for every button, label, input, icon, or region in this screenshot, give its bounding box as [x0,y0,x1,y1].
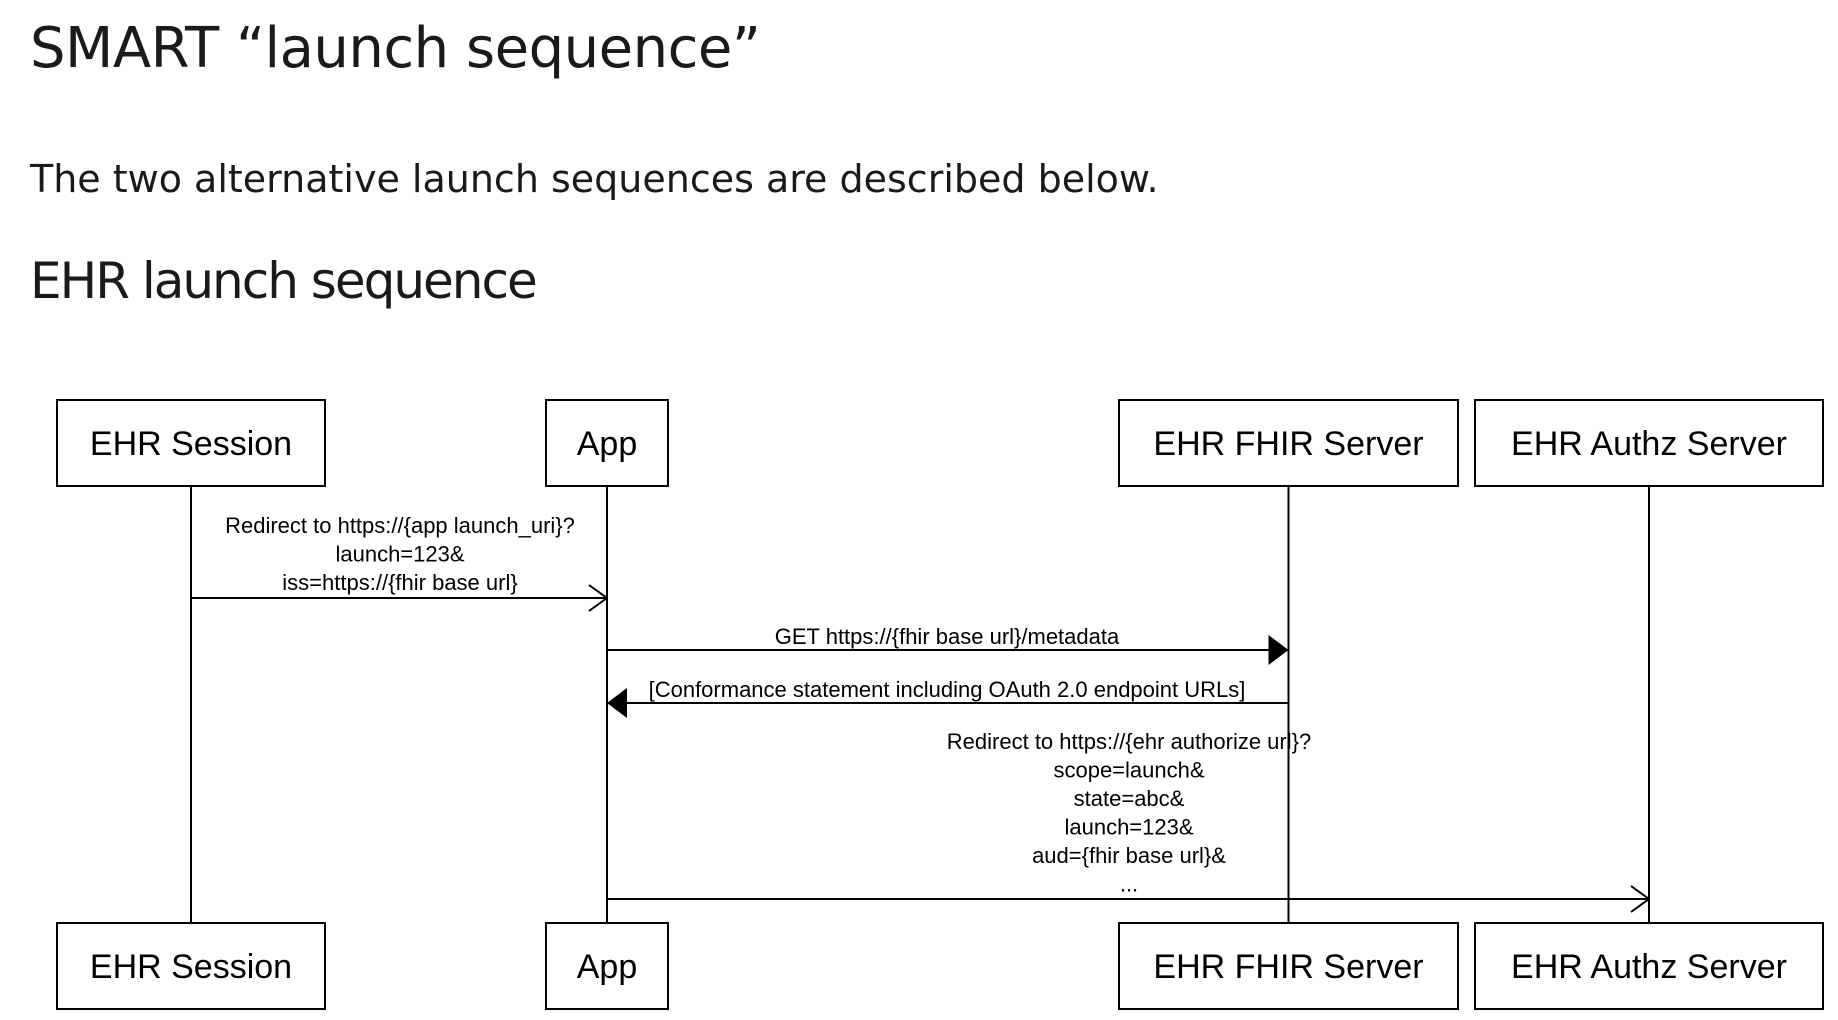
actor-label: EHR FHIR Server [1153,425,1423,463]
actor-box-rect [1474,922,1824,1010]
intro-text: The two alternative launch sequences are… [30,157,1159,201]
actor-app-bottom: App [545,922,669,1010]
actor-box-rect [545,399,669,487]
message-label-line: [Conformance statement including OAuth 2… [649,677,1246,702]
actor-label: EHR FHIR Server [1153,948,1423,986]
actor-label: EHR Session [90,948,292,986]
message-3: [Conformance statement including OAuth 2… [607,677,1289,718]
actor-fhir-top: EHR FHIR Server [1118,399,1459,487]
message-label-line: iss=https://{fhir base url} [282,570,517,595]
message-label-line: state=abc& [1074,786,1185,811]
actor-box-rect [1474,399,1824,487]
page-title: SMART “launch sequence” [30,16,761,81]
actor-box-rect [545,922,669,1010]
message-label-line: Redirect to https://{ehr authorize url}? [947,729,1311,754]
actor-ehr_session-bottom: EHR Session [56,922,326,1010]
actor-ehr_session-top: EHR Session [56,399,326,487]
message-label-line: launch=123& [1064,815,1193,840]
actor-fhir-bottom: EHR FHIR Server [1118,922,1459,1010]
message-label-line: launch=123& [335,542,464,567]
actor-authz-top: EHR Authz Server [1474,399,1824,487]
section-title: EHR launch sequence [30,252,538,310]
actor-box-rect [56,922,326,1010]
message-4: Redirect to https://{ehr authorize url}?… [607,729,1649,899]
message-label-line: scope=launch& [1053,758,1204,783]
actor-box-rect [1118,399,1459,487]
actor-box-rect [1118,922,1459,1010]
message-1: Redirect to https://{app launch_uri}?lau… [191,513,607,598]
message-label-line: Redirect to https://{app launch_uri}? [225,513,575,538]
actor-authz-bottom: EHR Authz Server [1474,922,1824,1010]
actor-label: EHR Session [90,425,292,463]
message-label-line: aud={fhir base url}& [1032,843,1226,868]
actor-label: App [577,948,638,986]
message-label-line: GET https://{fhir base url}/metadata [775,624,1120,649]
actor-app-top: App [545,399,669,487]
message-label-line: ... [1120,872,1138,897]
message-2: GET https://{fhir base url}/metadata [607,624,1289,665]
actor-label: App [577,425,638,463]
actor-label: EHR Authz Server [1511,425,1787,463]
actor-box-rect [56,399,326,487]
actor-label: EHR Authz Server [1511,948,1787,986]
